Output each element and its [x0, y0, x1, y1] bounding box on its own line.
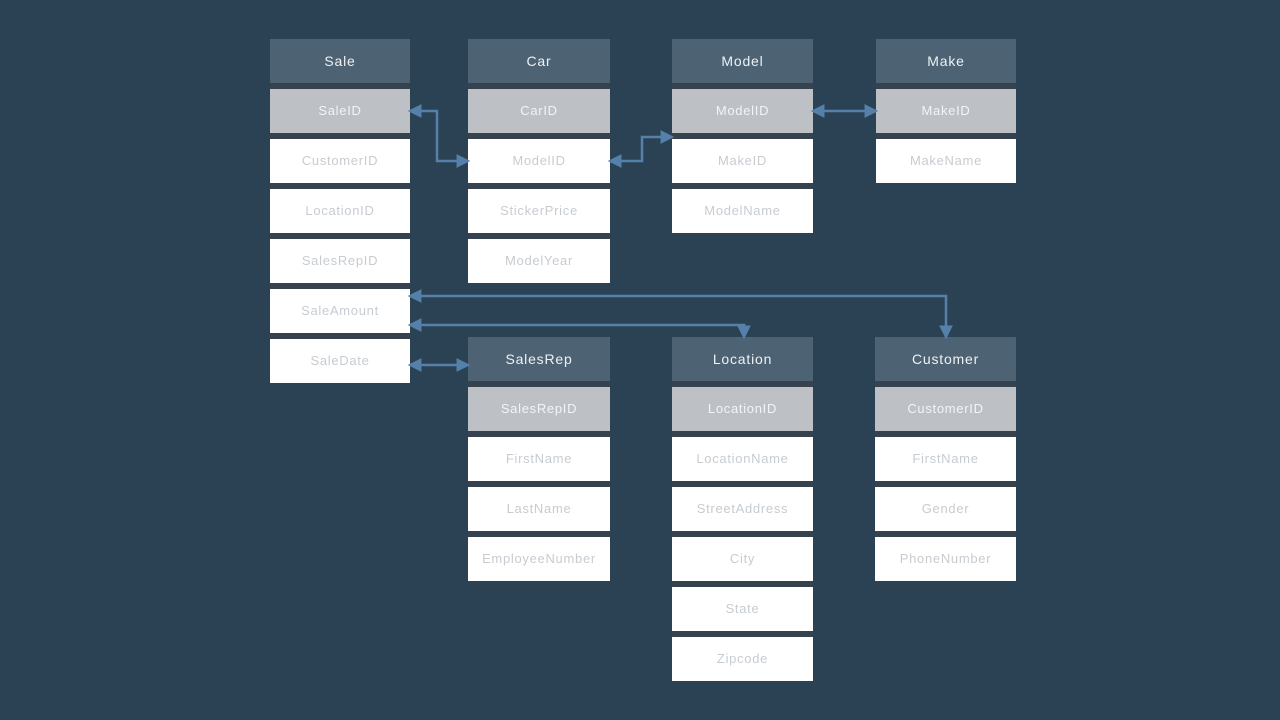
relationship-connector-sale-to-customer — [407, 289, 953, 340]
relationship-connector-sale-to-location — [407, 318, 751, 340]
field-row-modelid[interactable]: ModelID — [468, 139, 610, 183]
key-field-row-customerid[interactable]: CustomerID — [875, 387, 1016, 431]
field-row-state[interactable]: State — [672, 587, 813, 631]
field-row-makeid[interactable]: MakeID — [672, 139, 813, 183]
relationship-connector-car-to-model — [607, 130, 675, 168]
table-title-customer[interactable]: Customer — [875, 337, 1016, 381]
field-row-saleamount[interactable]: SaleAmount — [270, 289, 410, 333]
table-title-location[interactable]: Location — [672, 337, 813, 381]
field-row-lastname[interactable]: LastName — [468, 487, 610, 531]
key-field-row-salesrepid[interactable]: SalesRepID — [468, 387, 610, 431]
field-row-firstname[interactable]: FirstName — [875, 437, 1016, 481]
field-row-zipcode[interactable]: Zipcode — [672, 637, 813, 681]
table-title-sale[interactable]: Sale — [270, 39, 410, 83]
field-row-city[interactable]: City — [672, 537, 813, 581]
field-row-gender[interactable]: Gender — [875, 487, 1016, 531]
key-field-row-saleid[interactable]: SaleID — [270, 89, 410, 133]
field-row-customerid[interactable]: CustomerID — [270, 139, 410, 183]
key-field-row-carid[interactable]: CarID — [468, 89, 610, 133]
field-row-stickerprice[interactable]: StickerPrice — [468, 189, 610, 233]
key-field-row-locationid[interactable]: LocationID — [672, 387, 813, 431]
table-title-salesrep[interactable]: SalesRep — [468, 337, 610, 381]
field-row-employeenumber[interactable]: EmployeeNumber — [468, 537, 610, 581]
field-row-modelyear[interactable]: ModelYear — [468, 239, 610, 283]
field-row-locationname[interactable]: LocationName — [672, 437, 813, 481]
field-row-modelname[interactable]: ModelName — [672, 189, 813, 233]
table-title-make[interactable]: Make — [876, 39, 1016, 83]
key-field-row-makeid[interactable]: MakeID — [876, 89, 1016, 133]
relationship-connector-sale-to-car — [407, 104, 471, 168]
field-row-locationid[interactable]: LocationID — [270, 189, 410, 233]
key-field-row-modelid[interactable]: ModelID — [672, 89, 813, 133]
field-row-firstname[interactable]: FirstName — [468, 437, 610, 481]
field-row-streetaddress[interactable]: StreetAddress — [672, 487, 813, 531]
table-title-model[interactable]: Model — [672, 39, 813, 83]
field-row-saledate[interactable]: SaleDate — [270, 339, 410, 383]
field-row-salesrepid[interactable]: SalesRepID — [270, 239, 410, 283]
field-row-makename[interactable]: MakeName — [876, 139, 1016, 183]
field-row-phonenumber[interactable]: PhoneNumber — [875, 537, 1016, 581]
table-title-car[interactable]: Car — [468, 39, 610, 83]
